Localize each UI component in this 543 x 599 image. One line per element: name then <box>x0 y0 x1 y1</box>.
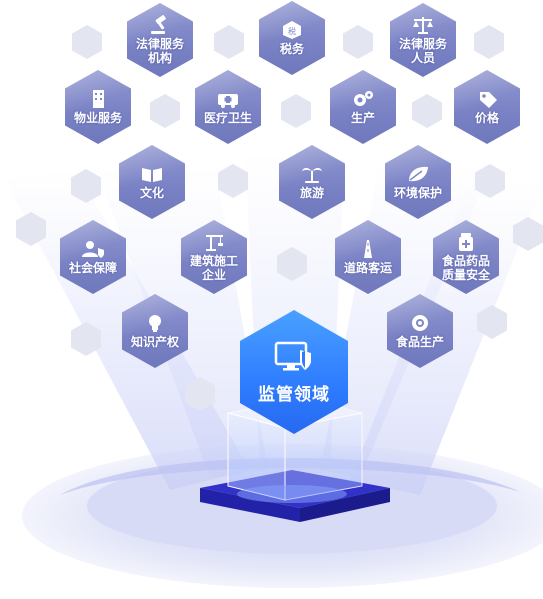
price-tag-icon <box>474 89 500 109</box>
category-label: 知识产权 <box>131 335 179 349</box>
category-label: 法律服务 人员 <box>399 37 447 65</box>
idea-icon <box>142 313 168 333</box>
category-label: 道路客运 <box>344 261 392 275</box>
category-hex-social-security[interactable]: 社会保障 <box>60 220 126 294</box>
crane-icon <box>201 232 227 252</box>
category-hex-price[interactable]: 价格 <box>454 70 520 144</box>
category-hex-property-services[interactable]: 物业服务 <box>65 70 131 144</box>
scales-icon <box>410 15 436 35</box>
category-hex-legal-personnel[interactable]: 法律服务 人员 <box>390 3 456 77</box>
category-label: 医疗卫生 <box>204 111 252 125</box>
monitor-shield-icon <box>274 340 314 374</box>
ambulance-icon <box>215 89 241 109</box>
category-hex-environment[interactable]: 环境保护 <box>385 145 451 219</box>
category-hex-tourism[interactable]: 旅游 <box>279 145 345 219</box>
category-hex-construction[interactable]: 建筑施工 企业 <box>181 220 247 294</box>
category-label: 税务 <box>280 42 304 56</box>
category-hex-intellectual-property[interactable]: 知识产权 <box>122 294 188 368</box>
leaf-icon <box>405 164 431 184</box>
category-hex-healthcare[interactable]: 医疗卫生 <box>195 70 261 144</box>
medicine-icon <box>453 232 479 252</box>
category-hex-food-production[interactable]: 食品生产 <box>387 294 453 368</box>
category-label: 生产 <box>351 111 375 125</box>
book-icon <box>139 164 165 184</box>
category-hex-road-transport[interactable]: 道路客运 <box>335 220 401 294</box>
category-hex-production[interactable]: 生产 <box>330 70 396 144</box>
category-label: 环境保护 <box>394 186 442 200</box>
category-hex-culture[interactable]: 文化 <box>119 145 185 219</box>
center-label: 监管领域 <box>258 380 330 405</box>
gavel-icon <box>147 15 173 35</box>
svg-text:税: 税 <box>288 26 296 36</box>
category-hex-food-drug-safety[interactable]: 食品药品 质量安全 <box>433 220 499 294</box>
road-icon <box>355 239 381 259</box>
tax-icon: 税 <box>279 20 305 40</box>
category-label: 文化 <box>140 186 164 200</box>
category-label: 食品药品 质量安全 <box>442 254 490 282</box>
category-hex-legal-institutions[interactable]: 法律服务 机构 <box>127 3 193 77</box>
people-shield-icon <box>80 239 106 259</box>
category-hex-tax[interactable]: 税 税务 <box>259 1 325 75</box>
category-label: 价格 <box>475 111 499 125</box>
category-label: 建筑施工 企业 <box>190 254 238 282</box>
category-label: 物业服务 <box>74 111 122 125</box>
category-label: 社会保障 <box>69 261 117 275</box>
category-label: 法律服务 机构 <box>136 37 184 65</box>
category-label: 食品生产 <box>396 335 444 349</box>
palm-tree-icon <box>299 164 325 184</box>
food-icon <box>407 313 433 333</box>
category-label: 旅游 <box>300 186 324 200</box>
gears-icon <box>350 89 376 109</box>
building-icon <box>85 89 111 109</box>
